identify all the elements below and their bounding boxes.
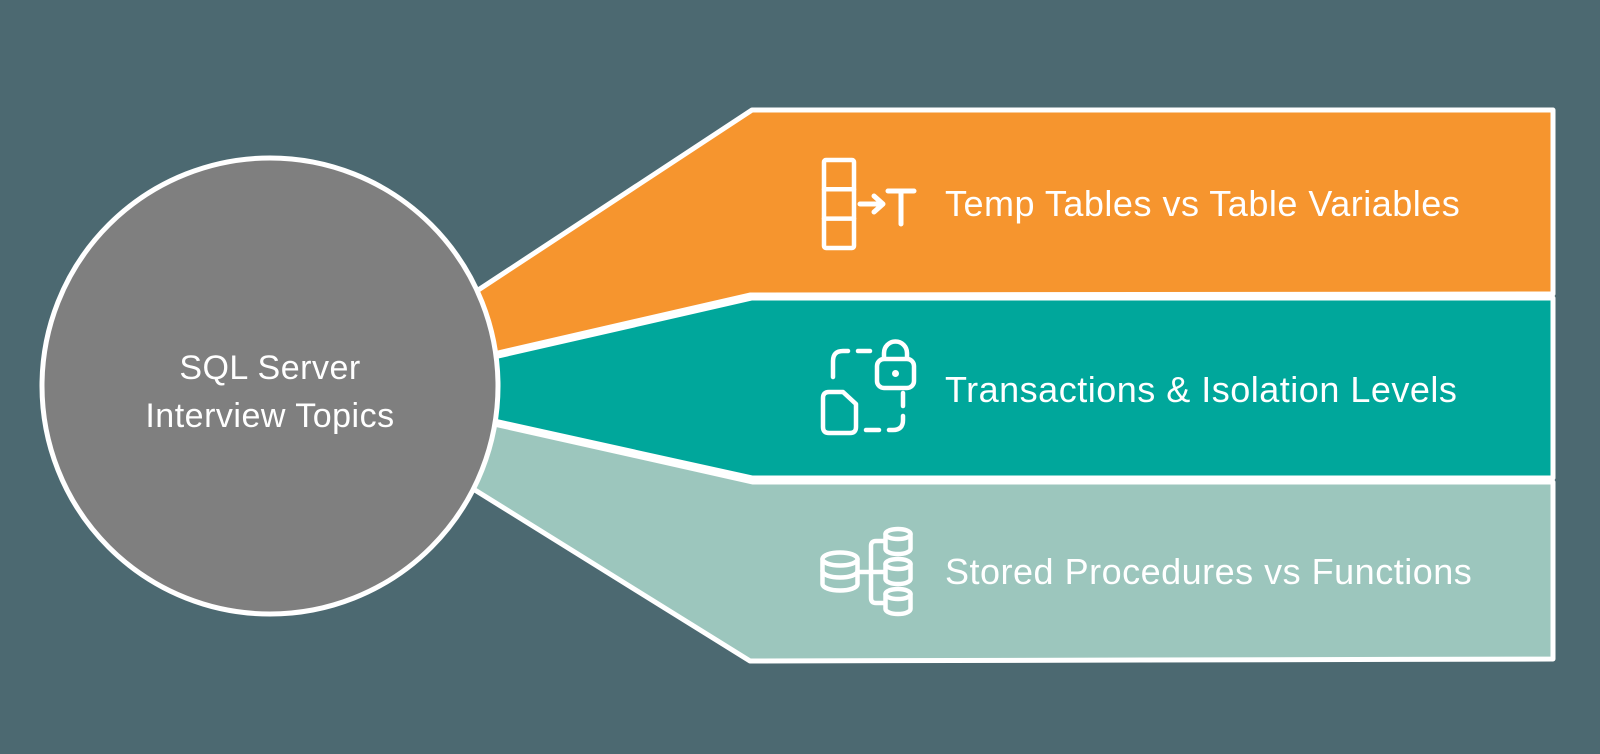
central-title-line1: SQL Server (179, 349, 360, 387)
database-band-line (820, 568, 860, 580)
transaction-lock-icon (820, 339, 917, 436)
small-db-3-top (883, 586, 913, 602)
table-column-outline (821, 157, 857, 251)
branch-connector (853, 538, 889, 606)
arrow-head (871, 193, 886, 215)
table-row-dividers (821, 187, 857, 221)
band-label-transactions: Transactions & Isolation Levels (945, 369, 1457, 410)
band-label-temp-tables: Temp Tables vs Table Variables (945, 183, 1460, 224)
small-db-2-top (883, 556, 913, 572)
stored-procedure-branch-icon (820, 526, 913, 617)
central-topic-node: SQL Server Interview Topics (39, 155, 501, 617)
small-db-1-top (883, 526, 913, 542)
dashed-corner-top-left (830, 348, 851, 380)
band-transactions: Transactions & Isolation Levels (482, 295, 1556, 481)
lock-keyhole (892, 370, 899, 377)
lock-shackle (881, 339, 910, 363)
letter-t-glyph (885, 188, 917, 227)
temp-table-to-variable-icon (821, 157, 917, 251)
document-shape (820, 389, 859, 436)
dashed-corner-bottom-right (886, 413, 906, 433)
central-circle (39, 155, 501, 617)
band-stored-procedures: Stored Procedures vs Functions (459, 419, 1556, 664)
central-title-line2: Interview Topics (145, 397, 394, 435)
database-top (820, 550, 860, 568)
band-label-stored-procedures: Stored Procedures vs Functions (945, 551, 1472, 592)
